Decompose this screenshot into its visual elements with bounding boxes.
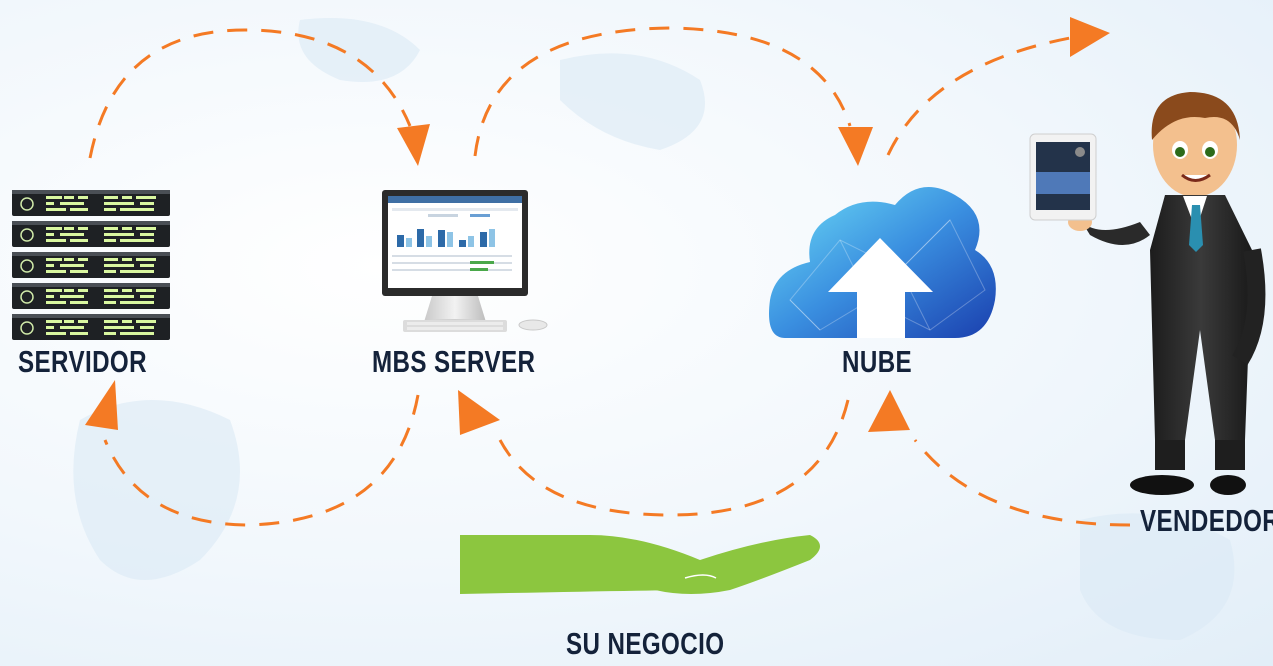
label-su-negocio: SU NEGOCIO bbox=[566, 626, 725, 661]
arrowhead-to-nube-bottom bbox=[868, 390, 910, 432]
label-mbs-server: MBS SERVER bbox=[372, 344, 536, 379]
world-map-background bbox=[73, 18, 1235, 640]
server-rack-icon bbox=[11, 190, 171, 341]
arrowhead-to-vendedor bbox=[1070, 17, 1110, 57]
arrow-heads bbox=[85, 17, 1110, 435]
cloud-upload-icon bbox=[769, 187, 996, 338]
arrowhead-to-mbs-bottom bbox=[458, 390, 500, 435]
upload-arrow-icon bbox=[828, 238, 933, 338]
arc-nube-to-mbs bbox=[498, 399, 850, 517]
label-servidor: SERVIDOR bbox=[18, 344, 147, 379]
flow-arrows bbox=[88, 26, 1131, 527]
arc-servidor-to-mbs bbox=[88, 28, 412, 159]
label-nube: NUBE bbox=[842, 344, 913, 379]
arc-mbs-to-nube bbox=[473, 26, 852, 157]
label-vendedor: VENDEDOR bbox=[1140, 503, 1273, 538]
arrowhead-to-mbs-top bbox=[397, 124, 430, 166]
arrowhead-to-nube-top bbox=[838, 127, 873, 166]
computer-monitor-icon bbox=[382, 190, 548, 332]
hand-icon bbox=[460, 535, 820, 594]
arc-vendedor-to-nube bbox=[913, 439, 1131, 527]
arrowhead-to-servidor bbox=[85, 380, 118, 430]
salesman-figure bbox=[1029, 92, 1266, 495]
arc-mbs-to-servidor bbox=[103, 394, 420, 527]
